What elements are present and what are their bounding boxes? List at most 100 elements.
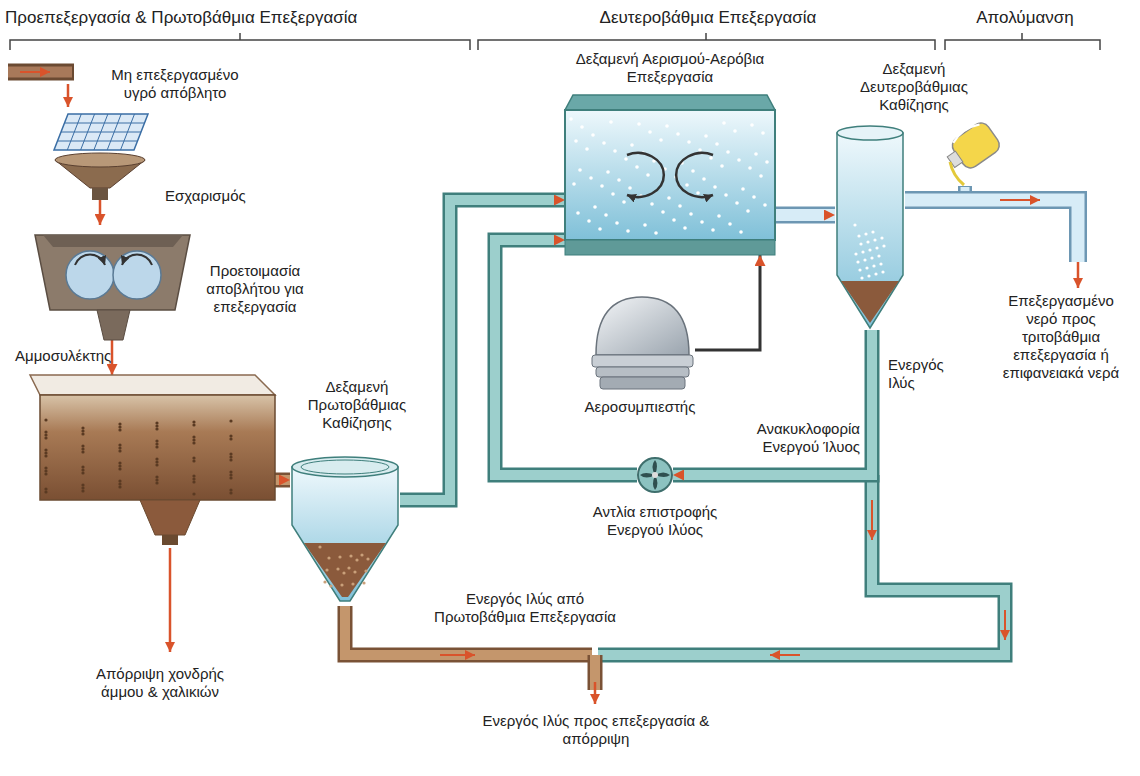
drawing-circle <box>733 129 737 133</box>
drawing-circle <box>659 138 663 142</box>
drawing-circle <box>362 581 365 584</box>
drawing-circle <box>580 125 584 129</box>
drawing-circle <box>739 230 743 234</box>
drawing-line <box>65 123 145 124</box>
drawing-rect <box>565 240 775 255</box>
drawing-circle <box>611 192 615 196</box>
drawing-line <box>58 141 138 142</box>
drawing-circle <box>672 218 676 222</box>
flow-label: Απόρριψη χονδρής άμμου & χαλικιών <box>80 665 240 701</box>
drawing-circle <box>606 170 610 174</box>
drawing-circle <box>871 230 874 233</box>
drawing-path <box>8 64 74 81</box>
drawing-circle <box>866 240 869 243</box>
drawing-circle <box>81 447 84 450</box>
drawing-circle <box>667 196 671 200</box>
drawing-circle <box>615 221 619 225</box>
drawing-path <box>596 297 689 355</box>
flow-connector <box>695 255 760 350</box>
drawing-circle <box>44 430 47 433</box>
drawing-circle <box>589 176 593 180</box>
drawing-circle <box>687 140 691 144</box>
equipment-label: Δεξαμενή Αερισμού-Αερόβια Επεξεργασία <box>550 50 790 86</box>
drawing-path <box>837 133 903 328</box>
drawing-circle <box>860 276 863 279</box>
drawing-circle <box>366 557 369 560</box>
equipment-shape <box>35 225 190 340</box>
drawing-path <box>676 153 713 197</box>
drawing-circle <box>685 183 689 187</box>
drawing-circle <box>360 553 363 556</box>
drawing-circle <box>854 252 857 255</box>
flow-connector <box>673 330 872 475</box>
drawing-circle <box>689 212 693 216</box>
flow-label: Ενεργός Ιλύς από Πρωτοβάθμια Επεξεργασία <box>430 590 620 626</box>
drawing-circle <box>635 165 639 169</box>
drawing-circle <box>728 222 732 226</box>
drawing-circle <box>870 256 873 259</box>
drawing-circle <box>118 479 121 482</box>
drawing-circle <box>609 120 613 124</box>
drawing-circle <box>765 160 769 164</box>
drawing-circle <box>576 211 580 215</box>
drawing-circle <box>44 436 47 439</box>
drawing-circle <box>364 569 367 572</box>
drawing-path <box>950 162 964 185</box>
drawing-path <box>67 84 70 107</box>
drawing-circle <box>229 488 232 491</box>
drawing-circle <box>192 456 195 459</box>
drawing-ellipse <box>55 153 145 167</box>
drawing-circle <box>118 467 121 470</box>
drawing-circle <box>763 203 767 207</box>
drawing-circle <box>704 134 708 138</box>
flow-label: Ενεργός Ιλύς <box>888 356 950 392</box>
drawing-circle <box>867 274 870 277</box>
drawing-circle <box>585 147 589 151</box>
drawing-path <box>905 200 1078 262</box>
drawing-circle <box>861 250 864 253</box>
drawing-rect <box>600 377 685 389</box>
drawing-circle <box>155 424 158 427</box>
drawing-path <box>951 122 979 143</box>
equipment-node: Εσχαρισμός <box>50 110 150 200</box>
drawing-circle <box>617 178 621 182</box>
drawing-circle <box>229 437 232 440</box>
drawing-circle <box>882 244 885 247</box>
drawing-path <box>598 475 1005 655</box>
equipment-label: Δεξαμενή Πρωτοβάθμιας Καθίζησης <box>298 378 416 432</box>
drawing-circle <box>329 584 332 587</box>
drawing-circle <box>569 117 573 121</box>
equipment-node: Προετοιμασία αποβλήτου για επεξεργασία <box>35 225 190 340</box>
drawing-circle <box>81 450 84 453</box>
drawing-circle <box>81 465 84 468</box>
drawing-circle <box>578 168 582 172</box>
drawing-circle <box>118 428 121 431</box>
section-heading: Απολύμανση <box>945 8 1105 28</box>
drawing-path <box>304 543 386 597</box>
drawing-circle <box>229 473 232 476</box>
equipment-shape <box>290 455 400 605</box>
drawing-circle <box>754 152 758 156</box>
drawing-path <box>871 500 873 540</box>
drawing-circle <box>857 234 860 237</box>
drawing-path <box>75 255 105 265</box>
drawing-circle <box>44 448 47 451</box>
drawing-path <box>8 67 72 78</box>
drawing-circle <box>229 419 232 422</box>
pipe-outline <box>112 340 113 375</box>
drawing-circle <box>192 441 195 444</box>
drawing-circle <box>624 157 628 161</box>
drawing-circle <box>229 491 232 494</box>
equipment-label: Αεροσυμπιεστής <box>560 398 720 416</box>
drawing-circle <box>648 130 652 134</box>
drawing-circle <box>192 477 195 480</box>
drawing-circle <box>678 204 682 208</box>
drawing-circle <box>155 463 158 466</box>
drawing-circle <box>875 246 878 249</box>
drawing-circle <box>759 174 763 178</box>
drawing-circle <box>155 442 158 445</box>
drawing-circle <box>881 270 884 273</box>
drawing-circle <box>713 185 717 189</box>
equipment-label: Εσχαρισμός <box>165 187 285 205</box>
